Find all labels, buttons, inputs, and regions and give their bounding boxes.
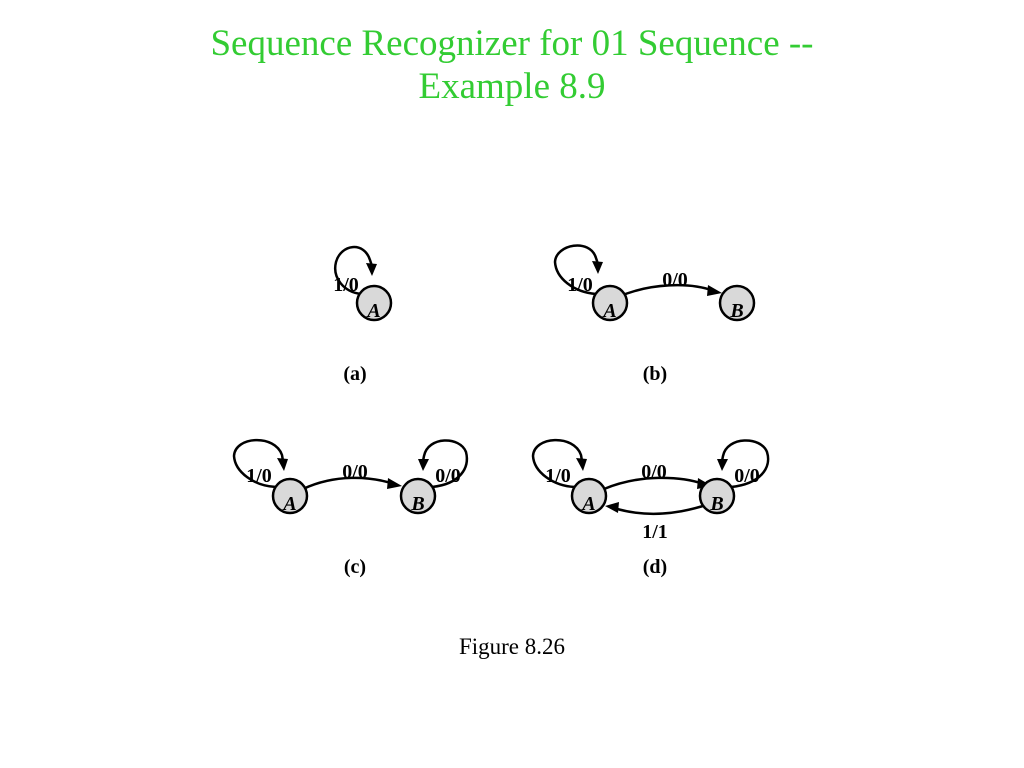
panel-c-edge-A-to-B xyxy=(302,476,395,491)
panel-a-loop-A xyxy=(333,245,374,296)
panel-c-loop-A xyxy=(232,438,285,489)
panel-b-edge-A-to-B xyxy=(617,283,715,299)
panel-b-label-0-0: 0/0 xyxy=(662,269,688,291)
panel-d-caption: (d) xyxy=(643,556,667,578)
panel-a-state-A-name: A xyxy=(365,300,380,322)
panel-c-loop-B-arrowhead xyxy=(418,459,429,471)
panel-b-edge-A-to-B-arrowhead xyxy=(707,285,722,296)
panel-c-loop-A-arrowhead xyxy=(277,458,288,471)
panel-d: A B 1/0 0/0 0/0 1/1 (d) xyxy=(531,438,770,578)
panel-a-state-A xyxy=(355,284,393,322)
panel-d-edge-A-to-B xyxy=(603,476,705,491)
panel-c-state-B-name: B xyxy=(410,493,424,515)
panel-c-loop-B xyxy=(421,439,469,489)
panel-c-label-0-0-BB: 0/0 xyxy=(435,465,461,487)
panel-a-caption: (a) xyxy=(343,363,366,385)
panel-d-state-A-name: A xyxy=(580,493,595,515)
panel-d-label-0-0-AB: 0/0 xyxy=(641,461,667,483)
panel-a: A 1/0 (a) xyxy=(333,245,393,385)
panel-c-state-A xyxy=(271,477,309,515)
panel-b-label-1-0: 1/0 xyxy=(567,274,593,296)
panel-b: A B 1/0 0/0 (b) xyxy=(553,244,756,385)
panel-b-state-A xyxy=(591,284,629,322)
panel-c-label-1-0: 1/0 xyxy=(246,465,272,487)
panel-d-loop-B xyxy=(720,439,770,489)
panel-d-state-A xyxy=(570,477,608,515)
panel-b-caption: (b) xyxy=(643,363,667,385)
panel-b-state-A-name: A xyxy=(601,300,616,322)
panel-d-loop-A xyxy=(531,438,584,489)
panel-b-loop-A xyxy=(553,244,600,296)
panel-c-caption: (c) xyxy=(344,556,366,578)
panel-a-label-1-0: 1/0 xyxy=(333,274,359,296)
panel-a-loop-A-arrowhead xyxy=(366,263,377,276)
slide-title: Sequence Recognizer for 01 Sequence -- E… xyxy=(0,22,1024,108)
panel-b-state-B-name: B xyxy=(729,300,743,322)
panel-d-state-B xyxy=(698,477,736,515)
panel-d-edge-B-to-A xyxy=(613,504,704,515)
panel-c-state-B xyxy=(399,477,437,515)
slide-title-line1: Sequence Recognizer for 01 Sequence -- xyxy=(210,23,814,64)
panel-d-label-1-0: 1/0 xyxy=(545,465,571,487)
panel-d-label-1-1: 1/1 xyxy=(642,521,668,543)
figure-caption: Figure 8.26 xyxy=(458,634,566,659)
panel-d-label-0-0-BB: 0/0 xyxy=(734,465,760,487)
panel-d-loop-A-arrowhead xyxy=(576,458,587,471)
panel-c-label-0-0-AB: 0/0 xyxy=(342,461,368,483)
panel-d-state-B-name: B xyxy=(709,493,723,515)
panel-c-edge-A-to-B-arrowhead xyxy=(387,478,402,489)
panel-c-state-A-name: A xyxy=(281,493,296,515)
panel-b-loop-A-arrowhead xyxy=(592,261,603,274)
panel-d-edge-B-to-A-arrowhead xyxy=(605,502,619,513)
panel-b-state-B xyxy=(718,284,756,322)
slide-title-line2: Example 8.9 xyxy=(418,66,606,107)
panel-c: A B 1/0 0/0 0/0 (c) xyxy=(232,438,469,578)
panel-d-loop-B-arrowhead xyxy=(717,459,728,471)
